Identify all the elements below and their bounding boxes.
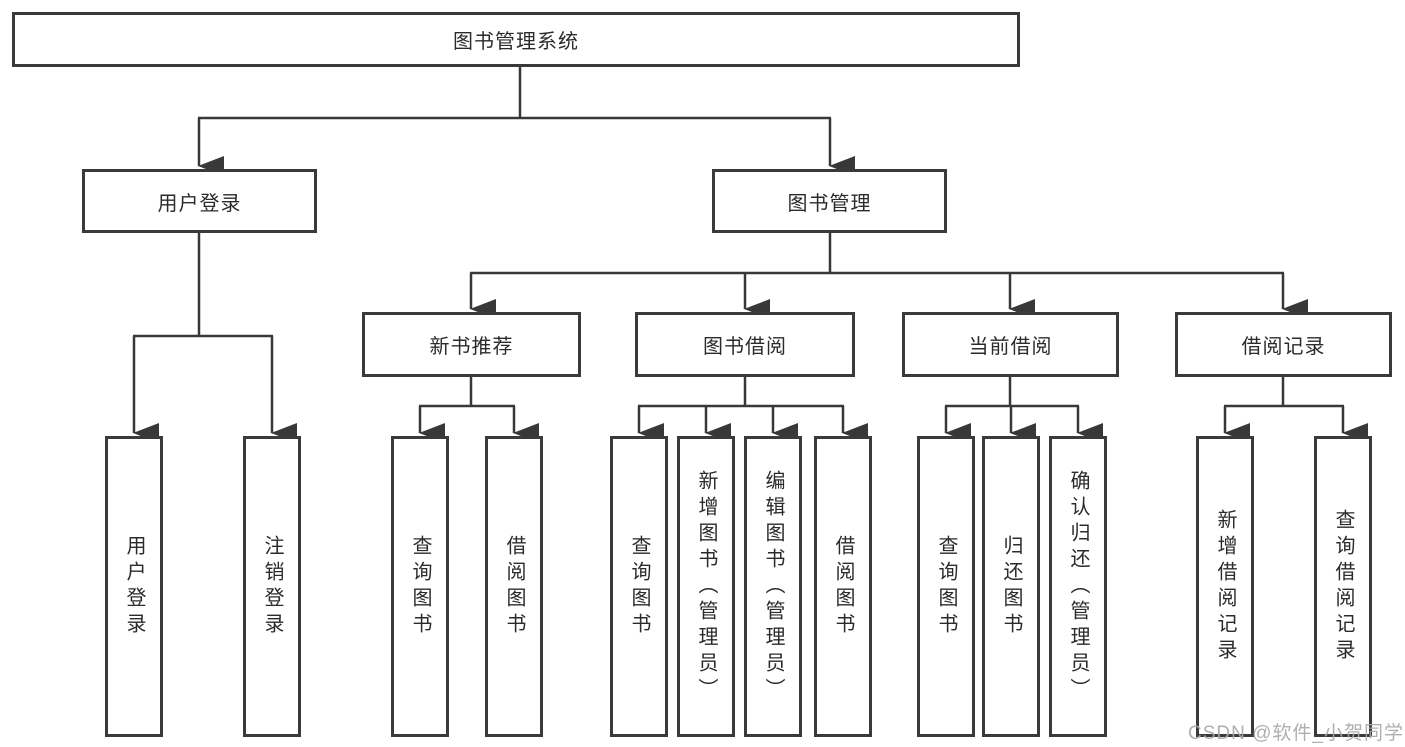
node-new-book-recommend-label: 新书推荐: [429, 336, 514, 358]
leaf-logout-label: 注销登录: [261, 534, 283, 639]
node-current-borrowing: 当前借阅: [902, 312, 1119, 377]
leaf-return-book-label: 归还图书: [1000, 534, 1022, 639]
node-root-label: 图书管理系统: [453, 31, 579, 53]
node-new-book-recommend: 新书推荐: [362, 312, 581, 377]
leaf-confirm-return-admin-label: 确认归还（管理员）: [1067, 469, 1089, 704]
leaf-borrow-book-recommend-label: 借阅图书: [503, 534, 525, 639]
leaf-user-login-label: 用户登录: [123, 534, 145, 639]
leaf-borrow-book-recommend: 借阅图书: [485, 436, 543, 737]
leaf-confirm-return-admin: 确认归还（管理员）: [1049, 436, 1107, 737]
node-root-system: 图书管理系统: [12, 12, 1020, 67]
leaf-logout: 注销登录: [243, 436, 301, 737]
leaf-borrow-book-borrowing-label: 借阅图书: [832, 534, 854, 639]
leaf-user-login: 用户登录: [105, 436, 163, 737]
leaf-add-book-admin-label: 新增图书（管理员）: [695, 469, 717, 704]
leaf-query-book-recommend: 查询图书: [391, 436, 449, 737]
leaf-query-book-borrowing: 查询图书: [610, 436, 668, 737]
leaf-query-book-borrowing-label: 查询图书: [628, 534, 650, 639]
leaf-add-book-admin: 新增图书（管理员）: [677, 436, 735, 737]
leaf-query-book-current-label: 查询图书: [935, 534, 957, 639]
csdn-watermark: CSDN @软件_小贺同学: [1188, 723, 1404, 744]
leaf-add-borrow-record: 新增借阅记录: [1196, 436, 1254, 737]
node-user-login-label: 用户登录: [157, 192, 242, 215]
node-user-login: 用户登录: [82, 169, 317, 233]
node-book-borrowing-label: 图书借阅: [703, 336, 787, 358]
node-borrowing-records-label: 借阅记录: [1241, 336, 1326, 358]
node-borrowing-records: 借阅记录: [1175, 312, 1392, 377]
leaf-query-borrow-record: 查询借阅记录: [1314, 436, 1372, 737]
leaf-query-borrow-record-label: 查询借阅记录: [1332, 508, 1354, 665]
leaf-edit-book-admin-label: 编辑图书（管理员）: [762, 469, 784, 704]
node-book-management-label: 图书管理: [787, 192, 872, 215]
node-book-management: 图书管理: [712, 169, 947, 233]
node-book-borrowing: 图书借阅: [635, 312, 855, 377]
leaf-edit-book-admin: 编辑图书（管理员）: [744, 436, 802, 737]
leaf-return-book: 归还图书: [982, 436, 1040, 737]
leaf-query-book-current: 查询图书: [917, 436, 975, 737]
leaf-query-book-recommend-label: 查询图书: [409, 534, 431, 639]
leaf-borrow-book-borrowing: 借阅图书: [814, 436, 872, 737]
node-current-borrowing-label: 当前借阅: [968, 336, 1053, 358]
leaf-add-borrow-record-label: 新增借阅记录: [1214, 508, 1236, 665]
